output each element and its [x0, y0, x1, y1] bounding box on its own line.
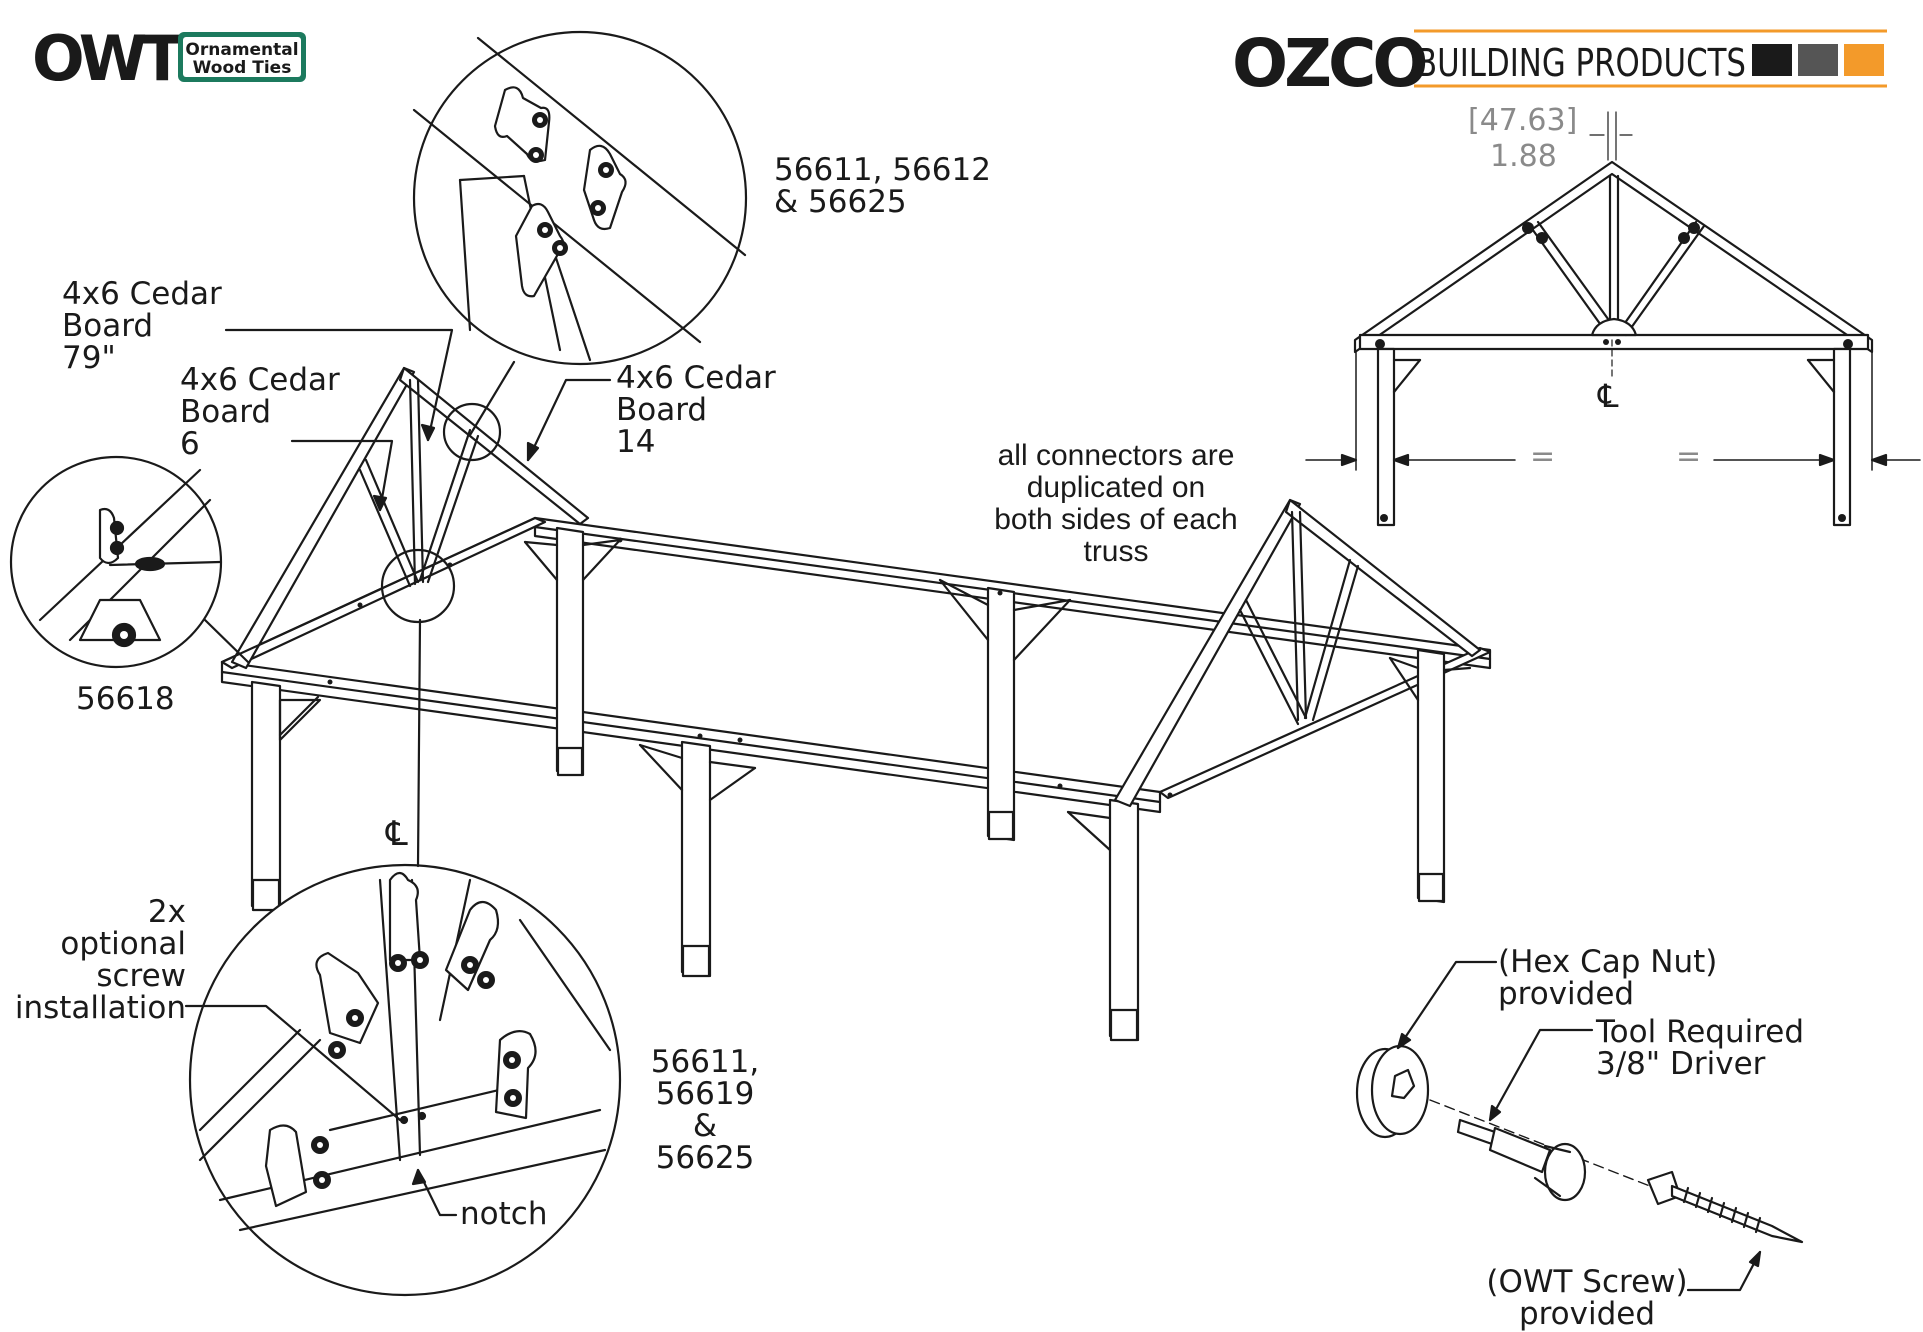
ozco-logo: OZCO BUILDING PRODUCTS: [1232, 25, 1892, 102]
board-14-label: 4x6 Cedar Board 14: [616, 360, 776, 460]
dimension-in: 1.88: [1490, 139, 1557, 174]
frame-structure: [220, 366, 1492, 1042]
equal-mark-left: =: [1530, 439, 1556, 474]
bolt-dots: [327, 537, 1173, 798]
left-detail-view: [9, 455, 250, 669]
owt-logo-text: OWT: [32, 26, 183, 86]
duplicated-connectors-note: all connectors are duplicated on both si…: [994, 439, 1238, 568]
equal-mark-right: =: [1676, 439, 1702, 474]
bottom-detail-part-numbers: 56611, 56619 & 56625: [650, 1044, 760, 1176]
elevation-view: [1305, 111, 1921, 527]
top-detail-part-numbers: 56611, 56612 & 56625: [774, 152, 991, 220]
tool-required-label: Tool Required 3/8" Driver: [1596, 1014, 1805, 1082]
owt-screw-label: (OWT Screw) provided: [1486, 1264, 1688, 1332]
elevation-centerline: ℄: [1598, 377, 1619, 415]
left-detail-part-number: 56618: [76, 681, 175, 717]
ozco-tagline: BUILDING PRODUCTS: [1416, 41, 1746, 85]
owt-sub-line1: Ornamental: [185, 40, 298, 60]
centerline-symbol: ℄: [386, 814, 408, 854]
board-6-label: 4x6 Cedar Board 6: [180, 362, 340, 462]
hardware-illustration: [1355, 960, 1804, 1292]
top-detail-view: [412, 30, 748, 462]
bottom-detail-view: [184, 548, 622, 1297]
dimension-mm-value: 47.63: [1479, 103, 1566, 138]
notch-label: notch: [460, 1196, 548, 1232]
right-truss: [1113, 498, 1482, 808]
board-79-label: 4x6 Cedar Board 79": [62, 276, 222, 376]
owt-logo: OWT Ornamental Wood Ties: [30, 22, 310, 95]
left-truss: [220, 366, 590, 670]
callout-leaders: [224, 328, 612, 512]
dimension-mm: [47.63]: [1468, 103, 1578, 138]
ozco-logo-text: OZCO: [1232, 26, 1425, 96]
optional-screw-label: 2x optional screw installation: [14, 894, 186, 1026]
owt-sub-line2: Wood Ties: [193, 58, 292, 78]
hex-cap-nut-label: (Hex Cap Nut) provided: [1498, 944, 1718, 1012]
